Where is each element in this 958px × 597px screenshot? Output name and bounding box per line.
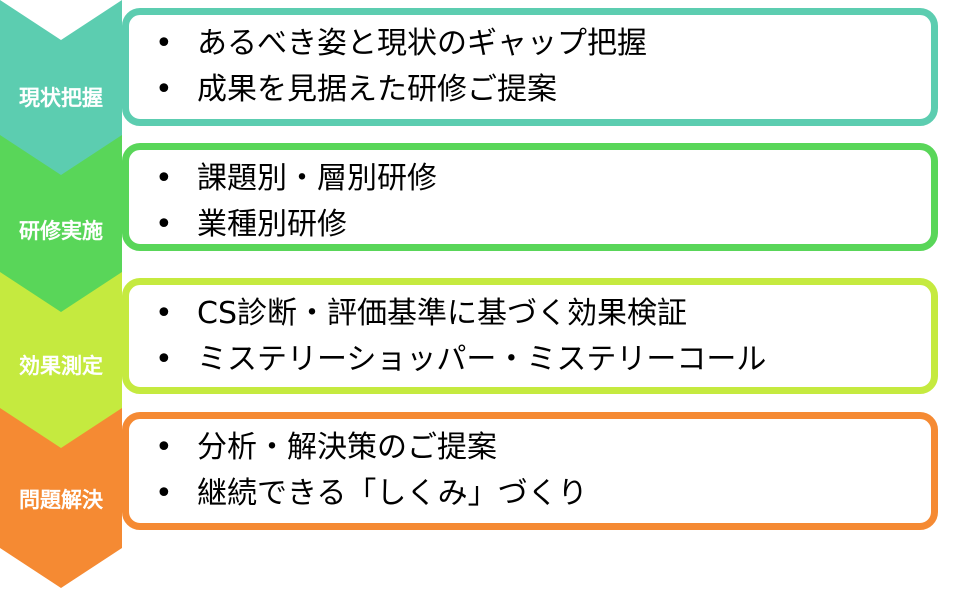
list-item: • あるべき姿と現状のギャップ把握 <box>147 21 647 67</box>
bullet-icon: • <box>155 72 173 107</box>
step-arrow-kenshu-jisshi: 研修実施 <box>0 135 122 325</box>
bullet-icon: • <box>155 296 173 331</box>
step-label: 問題解決 <box>19 488 103 512</box>
step-item-list: • 分析・解決策のご提案 • 継続できる「しくみ」づくり <box>147 425 588 517</box>
item-text: 課題別・層別研修 <box>197 161 437 196</box>
bullet-icon: • <box>155 430 173 465</box>
step-box-mondai-kaiketsu: • 分析・解決策のご提案 • 継続できる「しくみ」づくり <box>122 412 938 530</box>
item-text: CS診断・評価基準に基づく効果検証 <box>197 296 687 331</box>
bullet-icon: • <box>155 342 173 377</box>
list-item: • ミステリーショッパー・ミステリーコール <box>147 337 766 383</box>
item-text: 業種別研修 <box>197 207 347 242</box>
list-item: • 課題別・層別研修 <box>147 156 437 202</box>
step-arrow-shape <box>0 0 122 180</box>
bullet-icon: • <box>155 476 173 511</box>
list-item: • 分析・解決策のご提案 <box>147 425 588 471</box>
item-text: あるべき姿と現状のギャップ把握 <box>197 26 647 61</box>
bullet-icon: • <box>155 161 173 196</box>
item-text: 継続できる「しくみ」づくり <box>197 476 588 511</box>
step-arrow-shape <box>0 272 122 462</box>
item-text: ミステリーショッパー・ミステリーコール <box>197 342 767 377</box>
step-arrow-mondai-kaiketsu: 問題解決 <box>0 408 122 593</box>
step-item-list: • CS診断・評価基準に基づく効果検証 • ミステリーショッパー・ミステリーコール <box>147 291 766 383</box>
list-item: • 成果を見据えた研修ご提案 <box>147 67 647 113</box>
step-item-list: • 課題別・層別研修 • 業種別研修 <box>147 156 437 248</box>
item-text: 分析・解決策のご提案 <box>197 430 497 465</box>
list-item: • CS診断・評価基準に基づく効果検証 <box>147 291 766 337</box>
item-text: 成果を見据えた研修ご提案 <box>197 72 557 107</box>
step-arrow-genjo-haaku: 現状把握 <box>0 0 122 180</box>
step-label: 効果測定 <box>19 354 103 378</box>
step-arrow-shape <box>0 408 122 588</box>
bullet-icon: • <box>155 26 173 61</box>
step-arrow-shape <box>0 135 122 325</box>
step-label: 現状把握 <box>19 86 103 110</box>
step-box-genjo-haaku: • あるべき姿と現状のギャップ把握 • 成果を見据えた研修ご提案 <box>122 8 938 126</box>
step-arrow-koka-sokutei: 効果測定 <box>0 272 122 462</box>
step-label: 研修実施 <box>19 219 103 243</box>
list-item: • 継続できる「しくみ」づくり <box>147 471 588 517</box>
step-box-koka-sokutei: • CS診断・評価基準に基づく効果検証 • ミステリーショッパー・ミステリーコール <box>122 278 938 394</box>
step-item-list: • あるべき姿と現状のギャップ把握 • 成果を見据えた研修ご提案 <box>147 21 647 113</box>
step-box-kenshu-jisshi: • 課題別・層別研修 • 業種別研修 <box>122 143 938 251</box>
bullet-icon: • <box>155 207 173 242</box>
list-item: • 業種別研修 <box>147 202 437 248</box>
